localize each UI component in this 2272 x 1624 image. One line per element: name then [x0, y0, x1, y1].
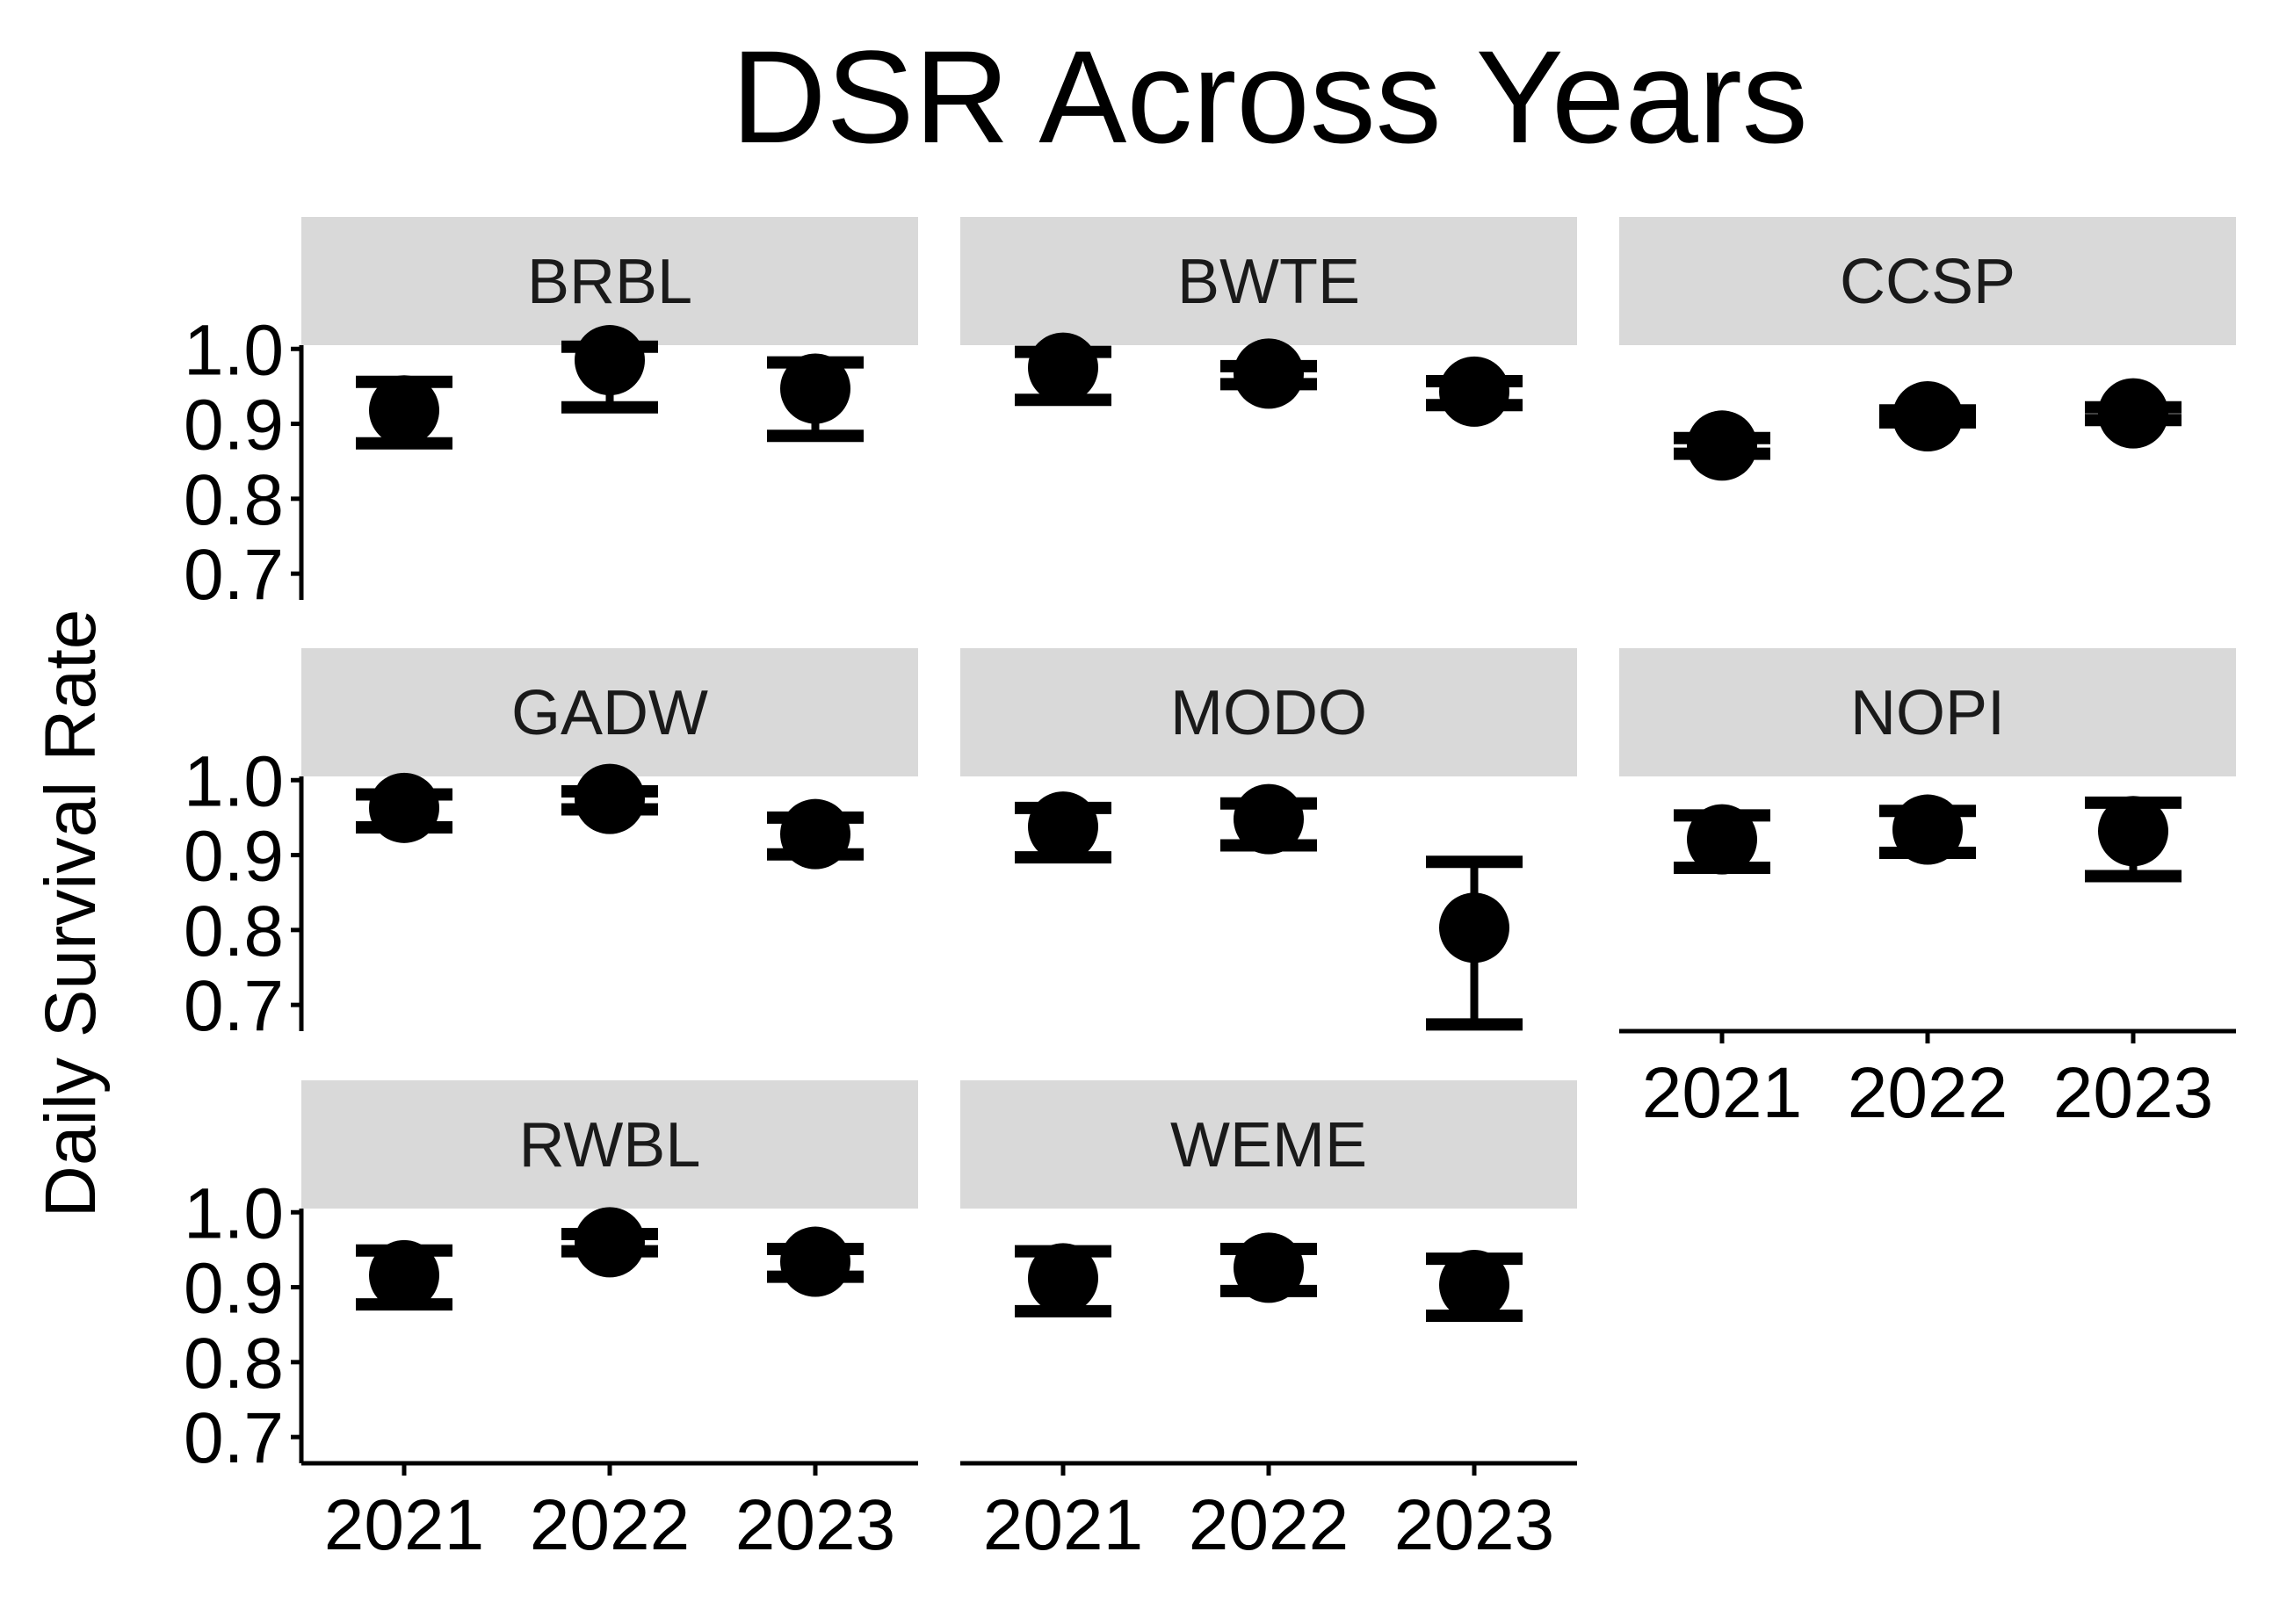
facet-strip — [1619, 217, 2236, 345]
data-point — [780, 798, 850, 870]
chart-title: DSR Across Years — [731, 23, 1808, 170]
facet-label: GADW — [511, 678, 708, 748]
data-point — [1234, 1232, 1304, 1303]
y-tick-label: 0.7 — [184, 966, 284, 1046]
data-point — [780, 353, 850, 424]
panel-nopi: NOPI 2021 2022 2023 — [1619, 648, 2236, 1133]
x-tick-label: 2023 — [735, 1485, 895, 1565]
panel-gadw: GADW 0.70.80.91.0 — [184, 648, 918, 1046]
x-tick-label: 2021 — [1642, 1053, 1802, 1133]
y-tick-label: 1.0 — [184, 741, 284, 821]
data-point — [1234, 783, 1304, 855]
x-tick-label: 2023 — [2053, 1053, 2213, 1133]
data-point — [780, 1226, 850, 1297]
y-tick-label: 0.8 — [184, 1324, 284, 1404]
data-point — [1439, 356, 1509, 427]
data-point — [2098, 378, 2168, 449]
data-point — [1439, 892, 1509, 964]
x-tick-label: 2021 — [983, 1485, 1143, 1565]
y-tick-label: 0.8 — [184, 460, 284, 540]
y-axis-label: Daily Survival Rate — [31, 610, 111, 1218]
x-tick-label: 2022 — [530, 1485, 690, 1565]
facet-label: NOPI — [1850, 678, 2005, 748]
data-point — [369, 375, 439, 446]
data-point — [1687, 804, 1757, 875]
y-tick-label: 0.8 — [184, 891, 284, 971]
facet-strip — [301, 1080, 918, 1209]
facet-label: RWBL — [519, 1110, 701, 1180]
y-tick-label: 0.7 — [184, 535, 284, 615]
x-tick-label: 2022 — [1189, 1485, 1349, 1565]
data-point — [1892, 794, 1963, 865]
x-tick-label: 2023 — [1394, 1485, 1554, 1565]
facet-label: BRBL — [527, 247, 692, 317]
data-point — [1687, 410, 1757, 481]
y-tick-label: 1.0 — [184, 1173, 284, 1253]
y-tick-label: 0.9 — [184, 386, 284, 466]
facet-label: MODO — [1170, 678, 1367, 748]
y-tick-label: 0.9 — [184, 1249, 284, 1329]
data-point — [1028, 332, 1098, 403]
data-point — [1234, 338, 1304, 409]
data-point — [1439, 1250, 1509, 1320]
facet-strip — [301, 648, 918, 776]
panel-rwbl: RWBL 0.70.80.91.0 2021 2022 2023 — [184, 1080, 918, 1565]
data-point — [575, 1207, 645, 1278]
facet-strip — [960, 217, 1577, 345]
panel-modo: MODO — [960, 648, 1577, 1031]
panel-weme: WEME 2021 2022 2023 — [960, 1080, 1577, 1565]
facet-label: WEME — [1170, 1110, 1367, 1180]
x-tick-label: 2021 — [324, 1485, 484, 1565]
facet-strip — [960, 648, 1577, 776]
facet-strip — [960, 1080, 1577, 1209]
data-point — [369, 772, 439, 843]
y-tick-label: 0.9 — [184, 817, 284, 897]
y-tick-label: 1.0 — [184, 310, 284, 390]
data-point — [575, 763, 645, 834]
x-tick-label: 2022 — [1848, 1053, 2008, 1133]
data-point — [575, 325, 645, 396]
data-point — [369, 1239, 439, 1310]
data-point — [1028, 791, 1098, 863]
data-point — [2098, 796, 2168, 867]
facet-label: BWTE — [1177, 247, 1360, 317]
panel-ccsp: CCSP — [1619, 217, 2236, 481]
facet-strip — [301, 217, 918, 345]
data-point — [1028, 1243, 1098, 1314]
y-tick-label: 0.7 — [184, 1398, 284, 1478]
data-point — [1892, 381, 1963, 452]
panel-brbl: BRBL 0.70.80.91.0 — [184, 217, 918, 615]
facet-strip — [1619, 648, 2236, 776]
facet-label: CCSP — [1840, 247, 2015, 317]
panel-bwte: BWTE — [960, 217, 1577, 427]
